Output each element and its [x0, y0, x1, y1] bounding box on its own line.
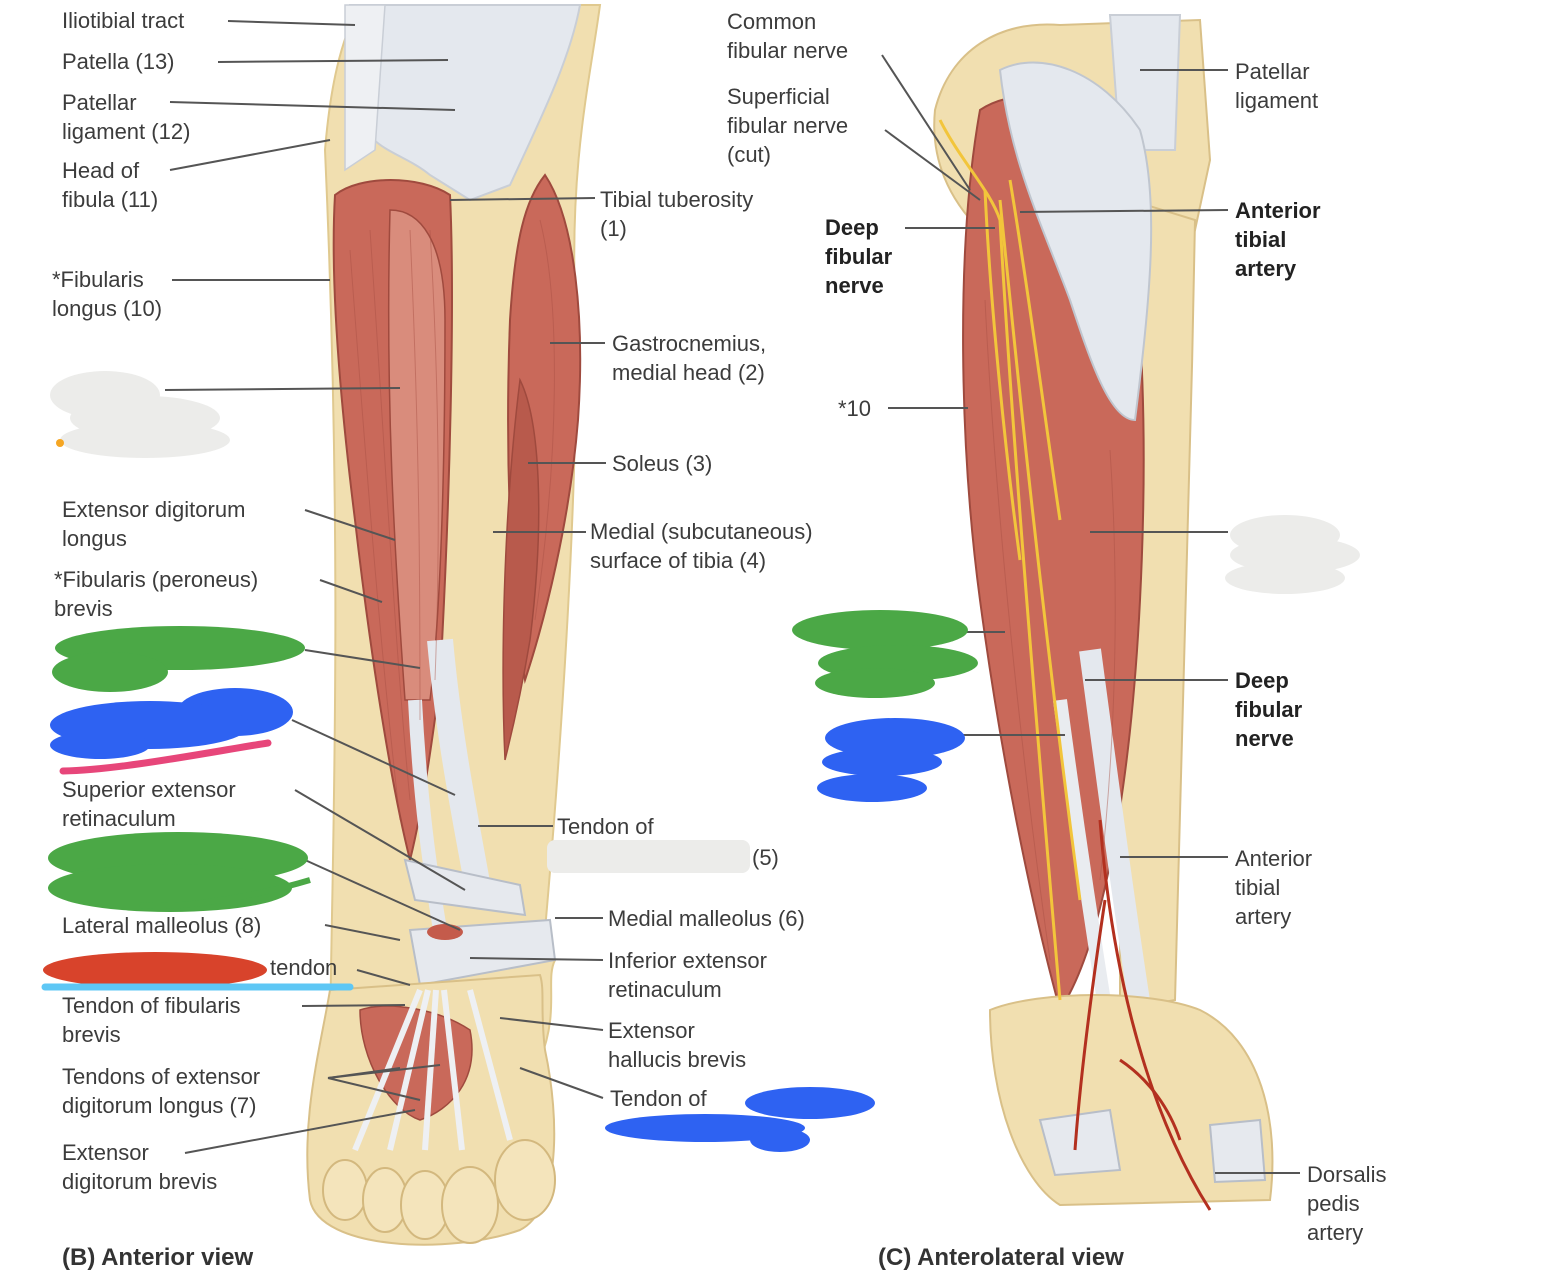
label-anterior-tibial-artery-1: Anterior tibial artery [1235, 198, 1321, 281]
label-deep-fibular-1: Deep fibular nerve [825, 215, 893, 298]
label-superior-retinaculum: Superior extensor retinaculum [62, 777, 236, 831]
edl-tendon [408, 699, 447, 932]
tendon-window [427, 924, 463, 940]
label-tendons-edl: Tendons of extensor digitorum longus (7) [62, 1064, 261, 1118]
grey-mask-3 [1225, 515, 1360, 594]
right-leg [933, 14, 1274, 1211]
label-inferior-retinaculum: Inferior extensor retinaculum [608, 948, 767, 1002]
label-edl: Extensor digitorum longus [62, 497, 246, 551]
label-deep-fibular-2: Deep fibular nerve [1235, 668, 1303, 751]
label-head-fibula: Head of fibula (11) [62, 158, 159, 212]
caption-anterolateral-view: (C) Anterolateral view [878, 1244, 1124, 1271]
green-mask-1 [52, 626, 305, 692]
green-mask-3 [792, 610, 978, 698]
label-iliotibial: Iliotibial tract [62, 8, 185, 33]
label-patellar-ligament: Patellar ligament (12) [62, 90, 191, 144]
label-lateral-malleolus: Lateral malleolus (8) [62, 913, 262, 938]
label-dorsalis-pedis: Dorsalis pedis artery [1307, 1162, 1387, 1245]
label-anterior-tibial-artery-2: Anterior tibial artery [1235, 846, 1313, 929]
label-edb: Extensor digitorum brevis [62, 1140, 218, 1194]
leader-lines [164, 20, 1300, 1174]
label-tendon-of-2: Tendon of [610, 1086, 707, 1111]
label-tibial-tuberosity: Tibial tuberosity (1) [600, 187, 754, 241]
ankle-retinaculum-1 [1038, 1108, 1122, 1177]
orange-dot [56, 439, 64, 447]
label-medial-malleolus: Medial malleolus (6) [608, 906, 805, 931]
label-medial-surface: Medial (subcutaneous) surface of tibia (… [590, 519, 813, 573]
red-mask [43, 952, 267, 988]
label-gastrocnemius: Gastrocnemius, medial head (2) [612, 331, 767, 385]
extensor-digitorum-muscle [387, 209, 446, 701]
toe-tendons [352, 988, 513, 1152]
label-ehb: Extensor hallucis brevis [608, 1018, 747, 1072]
iliotibial-shape [344, 4, 386, 172]
green-scribble [139, 877, 311, 909]
label-soleus: Soleus (3) [612, 451, 713, 476]
label-tendon-of: Tendon of [557, 814, 654, 839]
label-tendon-fibularis-brevis: Tendon of fibularis brevis [62, 993, 241, 1047]
ankle-retinaculum-2 [1208, 1118, 1267, 1184]
blue-mask-2 [817, 718, 965, 802]
label-tendon-fragment: tendon [270, 955, 338, 980]
blue-mask-1 [50, 688, 293, 759]
fiber-lines-r [984, 299, 1116, 961]
tendon-sheet-r [998, 61, 1153, 422]
label-patella: Patella (13) [62, 49, 175, 74]
left-leg [306, 4, 602, 1246]
pink-underline [59, 739, 272, 775]
blue-mask-3 [605, 1087, 875, 1152]
caption-anterior-view: (B) Anterior view [62, 1244, 254, 1271]
fiber-lines [349, 219, 555, 821]
superior-retinaculum [403, 858, 527, 917]
label-ten: *10 [838, 396, 872, 421]
label-fibularis-longus: *Fibularis longus (10) [52, 267, 163, 321]
label-common-fibular: Common fibular nerve [727, 9, 849, 63]
label-five: (5) [752, 845, 779, 870]
label-superficial-fibular: Superficial fibular nerve (cut) [727, 84, 849, 167]
grey-mask-2 [547, 840, 750, 873]
soleus-muscle [502, 377, 540, 761]
toes [322, 1139, 556, 1244]
nerves-r [938, 119, 1082, 1001]
label-patellar-ligament-r: Patellar ligament [1235, 59, 1319, 113]
grey-mask-1 [50, 371, 230, 458]
label-fibularis-brevis: *Fibularis (peroneus) brevis [54, 567, 259, 621]
arteries-r [1073, 819, 1212, 1211]
green-mask-2 [48, 832, 308, 912]
mask-overlays [41, 371, 1360, 1152]
